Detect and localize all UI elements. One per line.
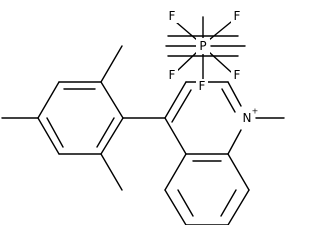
atom-label-f: F [169, 68, 176, 82]
bond [37, 117, 60, 155]
label-mask [196, 38, 210, 54]
chemical-structure-diagram: N + P - F F F F F [1, 9, 285, 225]
double-bond [221, 88, 236, 113]
bond [208, 51, 232, 73]
bond [175, 21, 198, 41]
label-mask [231, 9, 243, 23]
negative-charge: - [210, 34, 213, 43]
atom-label-p: P [199, 39, 206, 53]
mesityl-ring [1, 45, 124, 191]
hexafluorophosphate [165, 16, 246, 83]
label-mask [196, 79, 208, 93]
bond [227, 129, 242, 155]
bond [164, 153, 187, 191]
positive-charge: + [252, 107, 259, 116]
bond [227, 189, 250, 225]
atom-label-f: F [199, 79, 206, 93]
bond [164, 189, 187, 225]
label-mask [166, 9, 178, 23]
double-bond [177, 189, 194, 217]
atom-label-f: F [234, 9, 241, 23]
acridinium-core [122, 81, 285, 225]
bond [100, 117, 124, 155]
bond [164, 81, 187, 119]
bond [164, 117, 187, 155]
methyl-bond [100, 45, 123, 83]
double-bond [46, 117, 64, 148]
atom-label-n: N [243, 111, 252, 125]
bond [208, 21, 232, 41]
double-bond [171, 89, 192, 123]
double-bond [96, 117, 115, 148]
atom-label-f: F [169, 9, 176, 23]
bond [100, 81, 124, 119]
bond [37, 81, 60, 119]
label-mask [231, 68, 243, 82]
methyl-bond [100, 153, 123, 191]
double-bond [220, 189, 237, 217]
atom-label-f: F [234, 68, 241, 82]
bond [175, 51, 198, 73]
label-mask [240, 110, 254, 126]
bond [227, 153, 250, 191]
label-mask [166, 68, 178, 82]
bond [227, 81, 242, 107]
